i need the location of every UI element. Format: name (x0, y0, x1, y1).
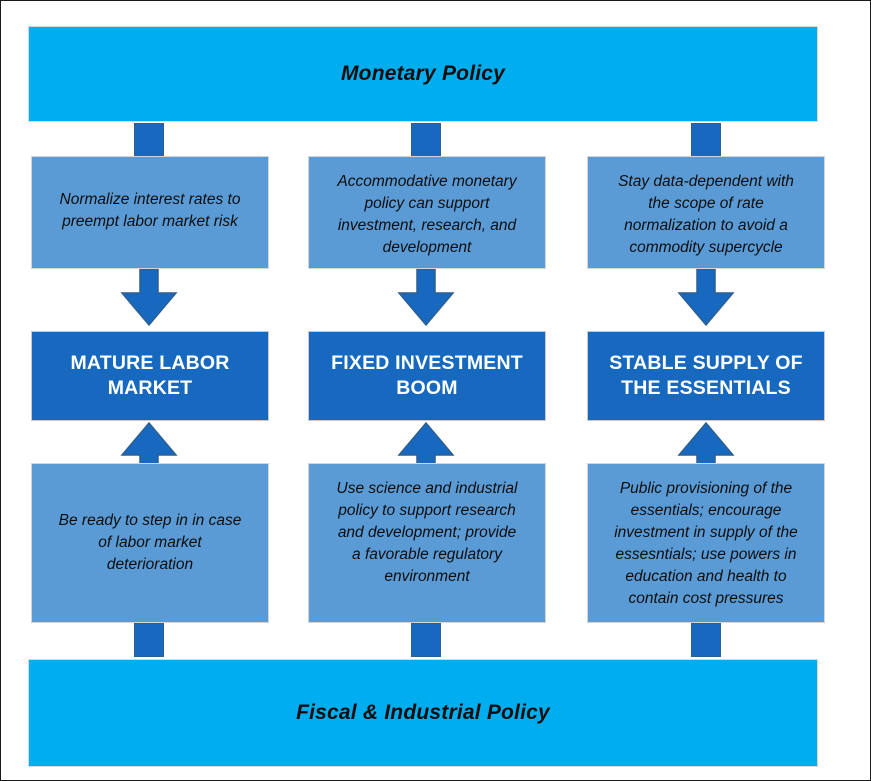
monetary-action-text-essentials: Stay data-dependent with the scope of ra… (618, 173, 794, 256)
monetary-policy-banner: Monetary Policy (28, 26, 818, 122)
monetary-action-box-investment: Accommodative monetary policy can suppor… (308, 156, 546, 269)
monetary-action-text-labor: Normalize interest rates to preempt labo… (59, 190, 241, 230)
connector-stub-bottom-essentials (691, 623, 721, 657)
outcome-text-investment: FIXED INVESTMENT BOOM (331, 352, 523, 399)
arrow-down-icon-investment (397, 269, 455, 327)
monetary-action-text-investment: Accommodative monetary policy can suppor… (337, 173, 517, 256)
fiscal-action-text-investment: Use science and industrial policy to sup… (336, 480, 518, 585)
connector-stub-bottom-labor (134, 623, 164, 657)
fiscal-action-box-labor: Be ready to step in in case of labor mar… (31, 463, 269, 623)
monetary-action-box-labor: Normalize interest rates to preempt labo… (31, 156, 269, 269)
fiscal-industrial-policy-banner: Fiscal & Industrial Policy (28, 659, 818, 767)
monetary-policy-banner-label: Monetary Policy (340, 62, 506, 86)
outcome-text-labor: MATURE LABOR MARKET (70, 352, 230, 399)
outcome-box-investment: FIXED INVESTMENT BOOM (308, 331, 546, 421)
connector-stub-top-essentials (691, 123, 721, 157)
fiscal-industrial-policy-banner-label: Fiscal & Industrial Policy (296, 701, 550, 725)
fiscal-action-text-essentials: Public provisioning of the essentials; e… (614, 480, 798, 607)
connector-stub-top-labor (134, 123, 164, 157)
fiscal-action-box-essentials: Public provisioning of the essentials; e… (587, 463, 825, 623)
arrow-up-icon-investment (397, 421, 455, 479)
connector-stub-bottom-investment (411, 623, 441, 657)
connector-stub-top-investment (411, 123, 441, 157)
arrow-down-icon-essentials (677, 269, 735, 327)
arrow-up-icon-labor (120, 421, 178, 479)
fiscal-action-box-investment: Use science and industrial policy to sup… (308, 463, 546, 623)
outcome-box-essentials: STABLE SUPPLY OF THE ESSENTIALS (587, 331, 825, 421)
monetary-action-box-essentials: Stay data-dependent with the scope of ra… (587, 156, 825, 269)
arrow-down-icon-labor (120, 269, 178, 327)
arrow-up-icon-essentials (677, 421, 735, 479)
outcome-box-labor: MATURE LABOR MARKET (31, 331, 269, 421)
fiscal-action-text-labor: Be ready to step in in case of labor mar… (58, 512, 242, 573)
outcome-text-essentials: STABLE SUPPLY OF THE ESSENTIALS (609, 352, 803, 399)
